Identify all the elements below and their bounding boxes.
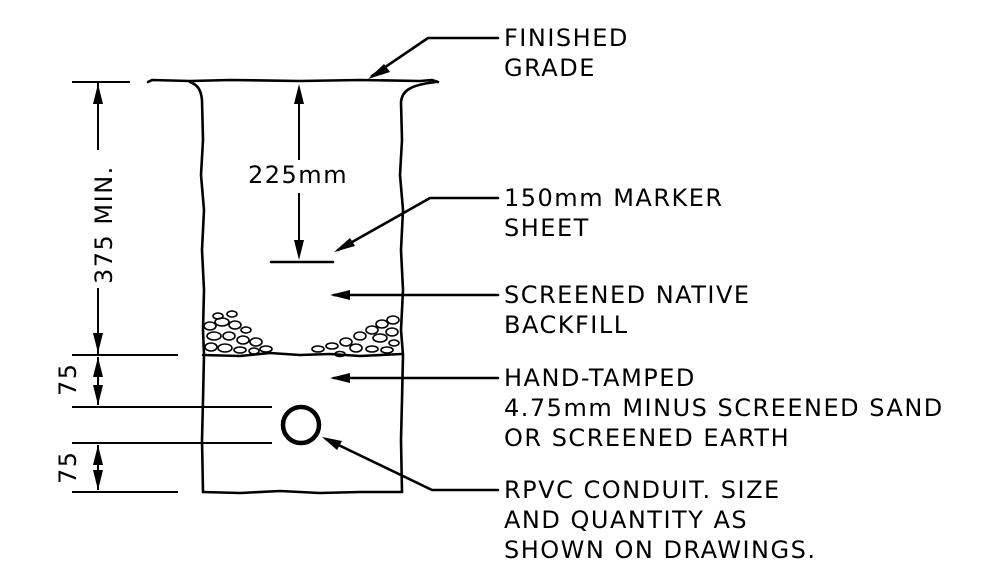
- marker-sheet-label-line1: 150mm MARKER: [504, 184, 724, 212]
- leader-finished-grade-arrow: [368, 64, 390, 79]
- depth-arrow-top: [294, 84, 304, 104]
- marker-sheet-label-line2: SHEET: [504, 214, 590, 242]
- bedding-label-line1: HAND-TAMPED: [504, 364, 696, 392]
- conduit-pipe: [280, 404, 322, 446]
- dim-375-arrow-bottom: [93, 333, 103, 353]
- leader-conduit-arrow: [322, 437, 342, 450]
- bedding-top-line: [201, 351, 404, 358]
- trench-right-wall: [398, 80, 438, 494]
- dim-75-top-label: 75: [54, 362, 82, 396]
- dim-75-bottom-arrow-up: [93, 445, 103, 465]
- marker-depth-label: 225mm: [248, 161, 348, 189]
- leader-bedding-arrow: [330, 373, 350, 383]
- dim-75-bottom-label: 75: [54, 450, 82, 484]
- dim-75-top-arrow-down: [93, 385, 103, 405]
- backfill-label-line1: SCREENED NATIVE: [504, 281, 751, 309]
- dim-375-arrow-top: [93, 84, 103, 104]
- bedding-label-line2: 4.75mm MINUS SCREENED SAND: [504, 394, 944, 422]
- dim-75-top-arrow-up: [93, 357, 103, 377]
- depth-arrow-bottom: [294, 240, 304, 260]
- leader-marker-sheet: [336, 196, 500, 252]
- conduit-label-line3: SHOWN ON DRAWINGS.: [504, 536, 816, 564]
- dim-75-bottom-arrow-down: [93, 470, 103, 490]
- finished-grade-label-line1: FINISHED: [504, 24, 629, 52]
- min-depth-label: 375 MIN.: [90, 165, 118, 284]
- backfill-label-line2: BACKFILL: [504, 311, 629, 339]
- bedding-label-line3: OR SCREENED EARTH: [504, 424, 790, 452]
- conduit-label-line1: RPVC CONDUIT. SIZE: [504, 476, 781, 504]
- leader-backfill-arrow: [330, 290, 350, 300]
- conduit-label-line2: AND QUANTITY AS: [504, 506, 748, 534]
- finished-grade-label-line2: GRADE: [504, 54, 596, 82]
- leader-finished-grade: [370, 36, 500, 78]
- leader-conduit: [324, 437, 500, 492]
- backfill-rocks-right: [311, 315, 400, 358]
- leader-marker-sheet-arrow: [334, 238, 355, 252]
- trench-bottom: [201, 489, 404, 495]
- finished-grade-line: [146, 78, 440, 84]
- trench-left-wall: [188, 80, 206, 494]
- backfill-rocks-left: [203, 310, 273, 355]
